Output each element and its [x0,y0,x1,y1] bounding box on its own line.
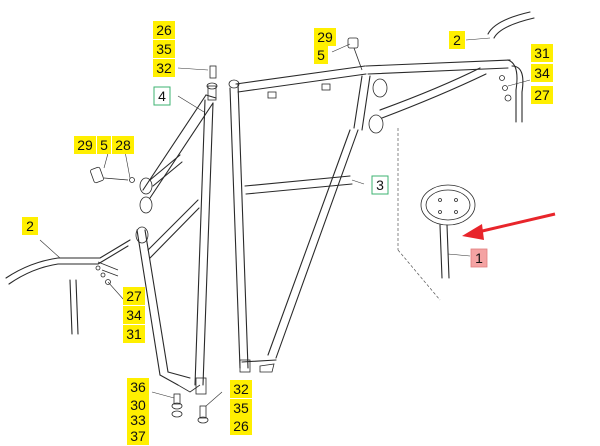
callout-4: 4 [153,86,171,106]
callout-28: 28 [112,136,134,154]
callout-3: 3 [371,175,389,195]
svg-text:30: 30 [130,397,146,413]
callout-26-top: 26 [153,21,175,39]
svg-text:37: 37 [130,428,146,444]
svg-text:4: 4 [158,88,166,104]
left-handle-part-2 [5,239,131,335]
callout-5-top: 5 [314,46,328,64]
leader-lines [39,37,531,407]
svg-text:1: 1 [475,250,483,266]
callout-29-left: 29 [74,136,96,154]
svg-text:5: 5 [100,137,108,153]
callout-32-top: 32 [153,59,175,77]
svg-text:34: 34 [126,307,142,323]
svg-text:29: 29 [77,137,93,153]
callout-26-bottom: 26 [230,417,252,435]
callout-32-bottom: 32 [230,380,252,398]
callout-34-left: 34 [123,306,145,324]
callout-31-left: 31 [123,325,145,343]
callout-29-top: 29 [314,28,336,46]
svg-text:35: 35 [233,400,249,416]
svg-text:27: 27 [126,288,142,304]
svg-text:2: 2 [453,32,461,48]
callout-1: 1 [470,248,488,268]
callout-2-right: 2 [449,31,465,49]
svg-text:2: 2 [26,218,34,234]
callout-33: 33 [127,411,149,429]
callout-34-right: 34 [531,64,553,82]
center-frame-part-3 [228,65,371,373]
callout-35-top: 35 [153,40,175,58]
svg-text:26: 26 [156,22,172,38]
right-handle-part-2 [347,11,535,134]
svg-text:32: 32 [156,60,172,76]
red-pointer-arrow [462,212,556,240]
svg-text:26: 26 [233,418,249,434]
svg-text:32: 32 [233,381,249,397]
callout-27-left: 27 [123,287,145,305]
svg-text:27: 27 [534,87,550,103]
svg-text:33: 33 [130,412,146,428]
callout-2-left: 2 [22,217,38,235]
callout-35-bottom: 35 [230,399,252,417]
callout-27-right: 27 [531,86,553,104]
svg-text:35: 35 [156,41,172,57]
svg-text:36: 36 [130,379,146,395]
svg-text:3: 3 [376,177,384,193]
left-frame-part-4 [135,85,217,395]
svg-text:5: 5 [317,47,325,63]
svg-text:31: 31 [126,326,142,342]
callout-5-left: 5 [97,136,111,154]
seat-part-1 [397,128,476,301]
left-hardware [90,65,218,424]
callout-36: 36 [127,378,149,396]
callout-31-right: 31 [531,44,553,62]
callout-30: 30 [127,396,149,414]
svg-text:29: 29 [317,29,333,45]
svg-text:31: 31 [534,45,550,61]
svg-text:34: 34 [534,65,550,81]
svg-text:28: 28 [115,137,131,153]
callout-37: 37 [127,427,149,445]
